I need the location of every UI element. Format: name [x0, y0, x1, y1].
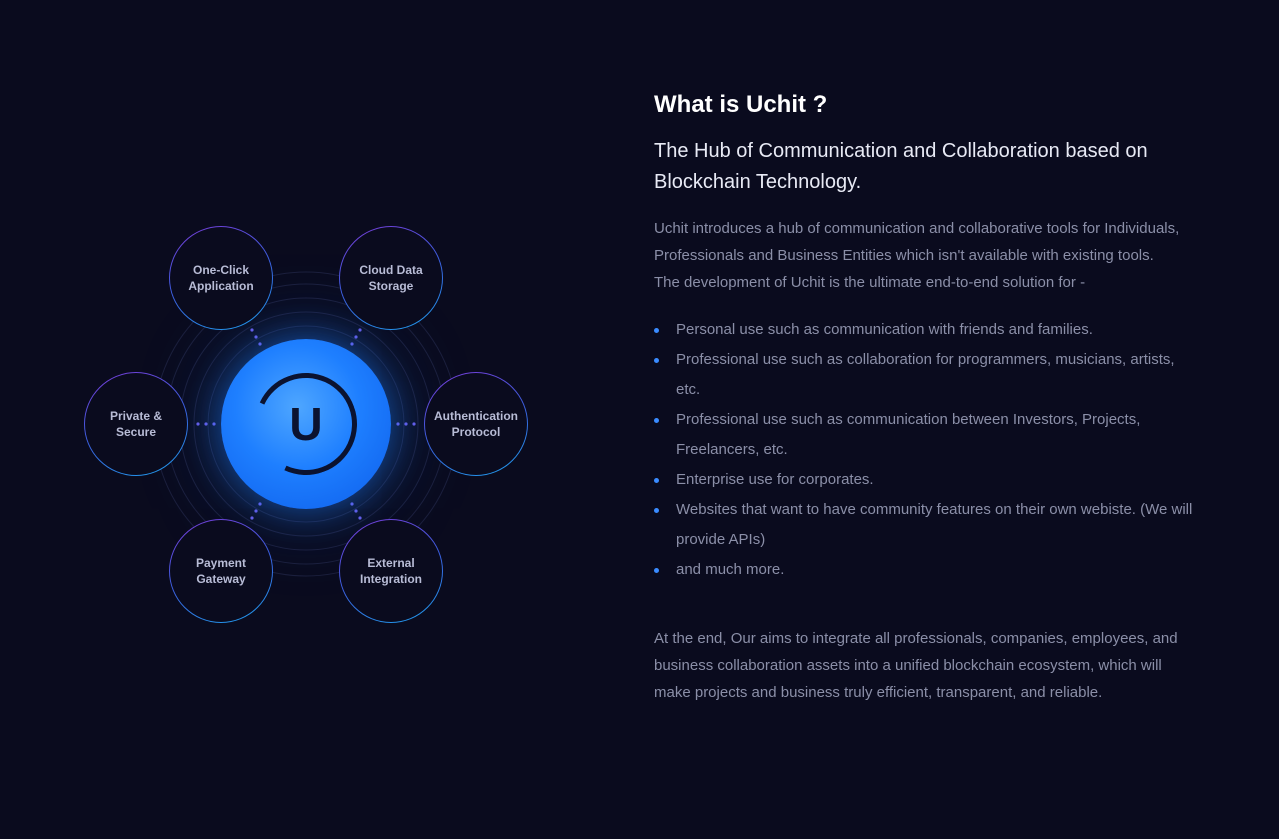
node-authentication-protocol: Authentication Protocol — [424, 372, 528, 476]
node-label: Private & Secure — [109, 409, 163, 439]
node-label: Authentication Protocol — [434, 409, 518, 439]
about-section: What is Uchit ? The Hub of Communication… — [654, 86, 1214, 706]
use-case-list: Personal use such as communication with … — [654, 315, 1199, 585]
list-item: Professional use such as communication b… — [654, 405, 1199, 465]
node-external-integration: External Integration — [339, 519, 443, 623]
uchit-hub-logo: U — [221, 339, 391, 509]
list-item: Professional use such as collaboration f… — [654, 345, 1199, 405]
section-title: What is Uchit ? — [654, 91, 828, 118]
section-subtitle: The Hub of Communication and Collaborati… — [654, 140, 1148, 193]
list-item: and much more. — [654, 555, 1199, 585]
intro-paragraph: Uchit introduces a hub of communication … — [654, 215, 1199, 296]
list-item: Websites that want to have community fea… — [654, 495, 1199, 555]
closing-paragraph: At the end, Our aims to integrate all pr… — [654, 630, 1178, 701]
node-label: One-Click Application — [188, 263, 254, 293]
intro-lead-in: The development of Uchit is the ultimate… — [654, 274, 1086, 291]
list-item: Enterprise use for corporates. — [654, 465, 1199, 495]
node-label: External Integration — [360, 556, 422, 586]
list-item: Personal use such as communication with … — [654, 315, 1199, 345]
node-private-secure: Private & Secure — [84, 372, 188, 476]
node-payment-gateway: Payment Gateway — [169, 519, 273, 623]
feature-hub-diagram: U One-Click Application Cloud Data Stora… — [80, 222, 532, 628]
node-label: Payment Gateway — [195, 556, 247, 586]
node-cloud-data-storage: Cloud Data Storage — [339, 226, 443, 330]
intro-text: Uchit introduces a hub of communication … — [654, 220, 1180, 264]
hub-letter: U — [289, 398, 323, 450]
node-label: Cloud Data Storage — [359, 263, 423, 293]
node-one-click-application: One-Click Application — [169, 226, 273, 330]
